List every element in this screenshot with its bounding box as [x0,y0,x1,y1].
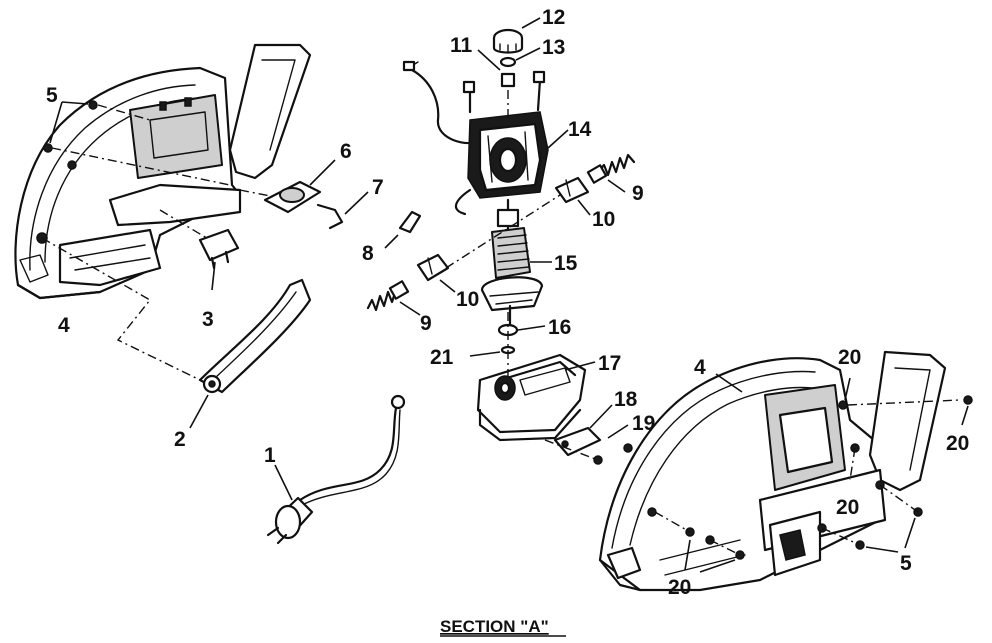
callout-5-right: 5 [900,552,912,575]
brush-holder-10-upper [554,176,591,216]
callout-2: 2 [174,428,186,451]
callout-9-upper: 9 [632,182,644,205]
callout-20-a: 20 [838,346,861,369]
callout-18: 18 [614,388,638,411]
callout-10-upper: 10 [592,208,615,231]
brush-spring-9-upper [586,153,636,193]
washer-16 [497,323,546,337]
callout-5-left: 5 [46,84,58,107]
callout-4-right: 4 [694,356,706,379]
washer-13 [499,47,541,68]
callout-labels: 1 2 3 4 4 5 5 6 7 8 9 9 10 10 11 12 13 1… [46,6,969,599]
callout-14: 14 [568,118,592,141]
power-cord-1 [266,394,406,545]
callout-13: 13 [542,36,565,59]
cap-8 [384,210,422,249]
callout-9-lower: 9 [420,312,432,335]
callout-21: 21 [430,346,454,369]
gear-housing-17 [476,353,596,442]
callout-19: 19 [632,412,655,435]
callout-8: 8 [362,242,374,265]
micro-switch-3 [198,228,240,291]
callout-20-c: 20 [836,496,859,519]
brush-spring-9-lower [366,280,421,316]
section-caption: SECTION "A" [440,617,549,636]
callout-15: 15 [554,252,578,275]
screw-5-left [43,100,98,153]
trigger-lever-2 [189,278,312,429]
brush-holder-10-lower [416,253,456,293]
callout-6: 6 [340,140,352,163]
callout-11: 11 [450,34,473,57]
motor-field-14 [402,60,569,216]
bearing-11 [477,49,516,88]
callout-3: 3 [202,308,214,331]
callout-10-lower: 10 [456,288,479,311]
callout-1: 1 [264,444,276,467]
left-housing-half [14,43,312,300]
spring-clip-7 [316,191,369,230]
screw-19 [593,424,633,465]
right-housing-half [598,350,947,592]
callout-20-d: 20 [668,576,691,599]
callout-7: 7 [372,176,384,199]
callout-16: 16 [548,316,571,339]
knob-12 [492,17,541,54]
callout-12: 12 [542,6,565,29]
armature-15 [480,198,552,328]
callout-4-left: 4 [58,314,70,337]
callout-20-b: 20 [946,432,969,455]
callout-17: 17 [598,352,621,375]
switch-button-6 [263,159,336,214]
